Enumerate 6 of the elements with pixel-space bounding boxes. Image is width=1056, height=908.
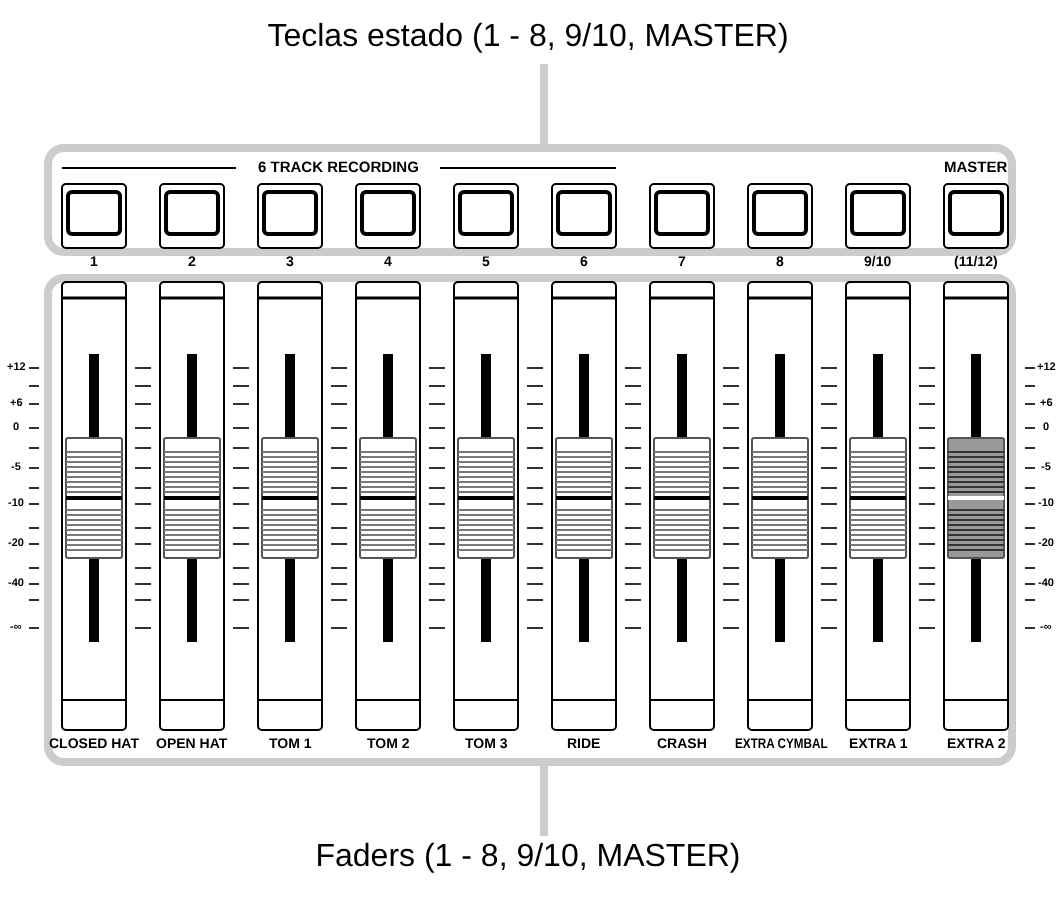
leader-line — [540, 64, 548, 144]
callout-text: Teclas estado (1 - 8, 9/10, MASTER) — [228, 16, 828, 60]
key-panel — [44, 144, 1016, 256]
callout-text: Faders (1 - 8, 9/10, MASTER) — [228, 836, 828, 880]
leader-line — [540, 766, 548, 836]
fader-panel — [44, 274, 1016, 766]
